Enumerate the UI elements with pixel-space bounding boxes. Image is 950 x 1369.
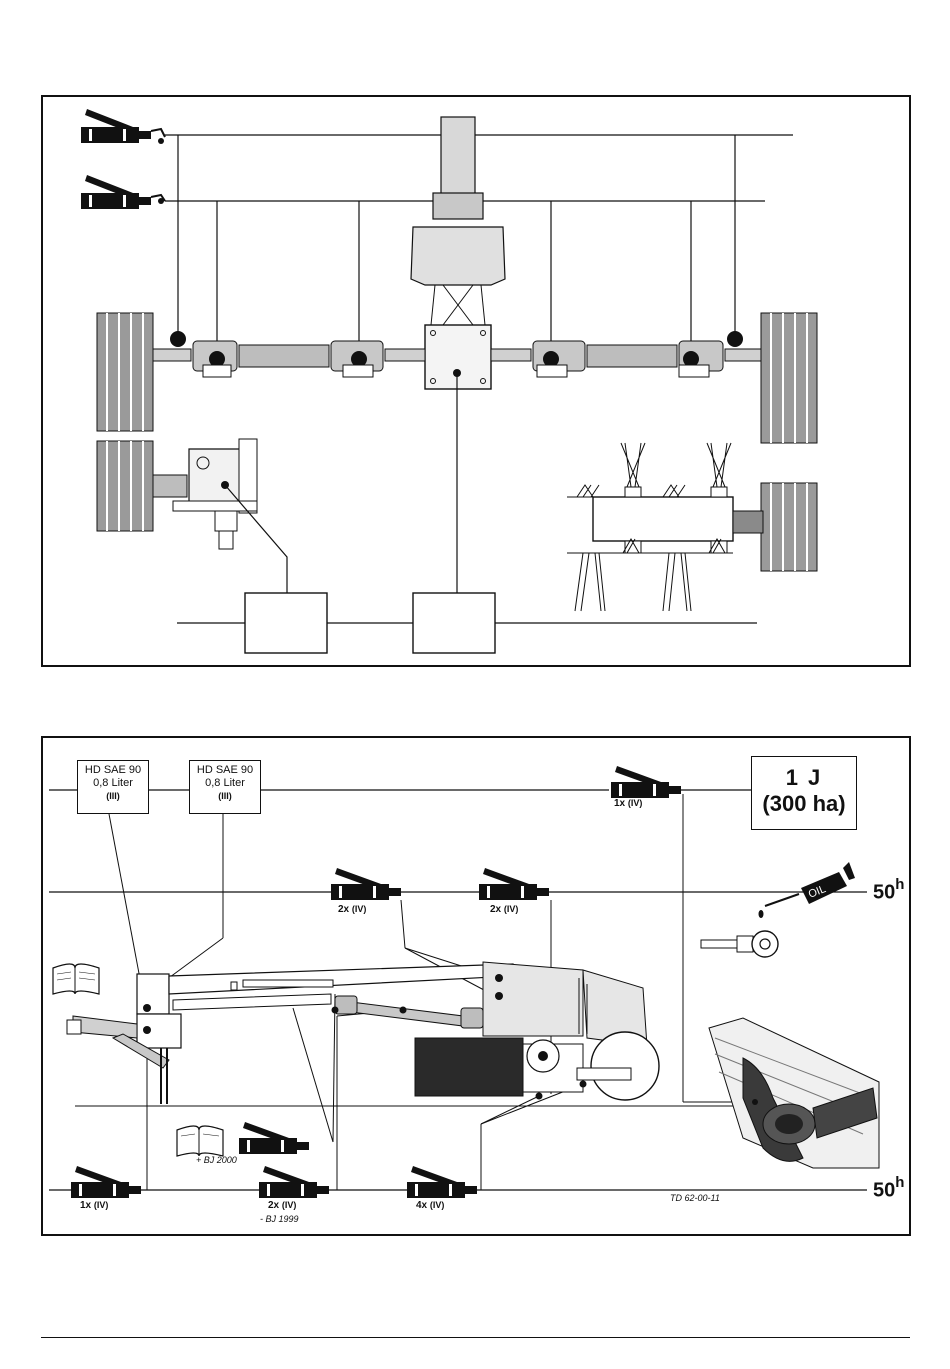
grease-qty-upper-left: 2x (IV) bbox=[338, 904, 366, 915]
oil-amount: 0,8 Liter bbox=[78, 777, 148, 790]
grease-gun-icon bbox=[479, 868, 549, 900]
right-disc-stack bbox=[761, 313, 817, 571]
conditioner-rotor bbox=[567, 443, 763, 611]
annual-interval-box: 1 J (300 ha) bbox=[751, 756, 857, 830]
grease-gun-icon bbox=[71, 1166, 141, 1198]
interval-hours-upper: 50h bbox=[873, 878, 904, 905]
page-footer-rule bbox=[41, 1337, 910, 1338]
oil-grade: HD SAE 90 bbox=[78, 764, 148, 777]
grease-gun-icon bbox=[331, 868, 401, 900]
grease-gun-icon bbox=[81, 175, 165, 209]
grease-qty-upper-right: 2x (IV) bbox=[490, 904, 518, 915]
oil-code: (III) bbox=[190, 790, 260, 803]
ring-terminal-icon bbox=[701, 931, 778, 957]
oil-code: (III) bbox=[78, 790, 148, 803]
grease-gun-icon bbox=[259, 1166, 329, 1198]
grease-qty-lower-right: 4x (IV) bbox=[416, 1200, 444, 1211]
top-lubrication-diagram bbox=[41, 95, 911, 667]
model-year-until-note: - BJ 1999 bbox=[260, 1214, 299, 1224]
grease-qty-lower-left: 1x (IV) bbox=[80, 1200, 108, 1211]
grease-gun-icon bbox=[407, 1166, 477, 1198]
oil-spec-box-right: HD SAE 90 0,8 Liter (III) bbox=[189, 760, 261, 814]
manual-book-icon bbox=[177, 1126, 223, 1156]
oil-grade: HD SAE 90 bbox=[190, 764, 260, 777]
interval-hours-lower: 50h bbox=[873, 1176, 904, 1203]
interval-hectares: (300 ha) bbox=[752, 791, 856, 817]
model-year-from-note: + BJ 2000 bbox=[196, 1155, 237, 1165]
grease-gun-icon bbox=[239, 1122, 309, 1154]
oil-amount: 0,8 Liter bbox=[190, 777, 260, 790]
oil-spec-box-left: HD SAE 90 0,8 Liter (III) bbox=[77, 760, 149, 814]
interval-years: 1 J bbox=[752, 765, 856, 791]
grease-gun-icon bbox=[81, 109, 165, 144]
manual-book-icon bbox=[53, 964, 99, 994]
grease-qty-lower-middle: 2x (IV) bbox=[268, 1200, 296, 1211]
drawing-number: TD 62-00-11 bbox=[670, 1193, 720, 1203]
grease-qty-annual: 1x (IV) bbox=[614, 798, 642, 809]
driveline-drawing bbox=[43, 97, 913, 669]
left-disc-stack bbox=[97, 313, 153, 531]
grease-gun-icon bbox=[611, 766, 681, 798]
gearbox-detail bbox=[709, 1018, 879, 1168]
